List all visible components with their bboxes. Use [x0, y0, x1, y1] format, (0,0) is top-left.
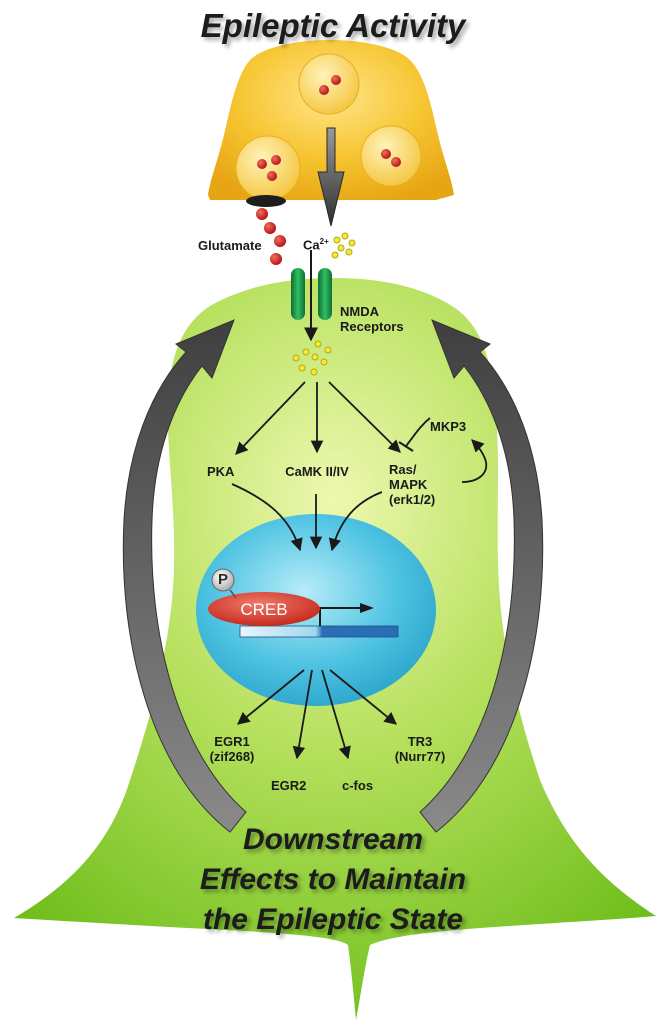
vesicle [298, 53, 360, 115]
mapk-to-nucleus-arrow [328, 491, 383, 552]
to-egr1-arrow [237, 669, 305, 725]
calcium-label: Ca2+ [303, 237, 329, 253]
tr3-label: TR3 (Nurr77) [394, 734, 446, 764]
bottom-text-line-1: Downstream [242, 823, 424, 856]
calcium-ions-extracellular [331, 232, 356, 259]
creb-label: CREB [240, 600, 288, 619]
pka-to-nucleus-arrow [231, 483, 303, 552]
ca-to-pka-arrow [235, 381, 306, 455]
vesicle [360, 125, 422, 187]
transcription-start-arrow [319, 607, 364, 626]
camk-label: CaMK II/IV [285, 464, 349, 479]
to-egr2-arrow [292, 669, 313, 760]
glutamate-molecule [257, 159, 267, 169]
creb-protein [208, 592, 320, 626]
ca-to-ras-arrow [328, 381, 401, 453]
mkp3-label: MKP3 [430, 419, 467, 434]
nmda-receptors-label: NMDA Receptors [340, 304, 404, 334]
calcium-ions-intracellular [292, 340, 332, 376]
nmda-receptor [318, 268, 332, 320]
bottom-text-line-3: the Epileptic State [202, 903, 464, 936]
diagram-title: Epileptic Activity [200, 7, 466, 44]
phospho-group [211, 568, 235, 592]
dna-strand [239, 625, 399, 638]
glutamate-molecule [274, 235, 286, 247]
activity-arrow [317, 127, 345, 227]
inhibition-bar [398, 441, 414, 452]
phospho-link [229, 589, 237, 599]
feedback-arrow-left [122, 319, 247, 833]
glutamate-molecule [271, 155, 281, 165]
glutamate-molecule [270, 253, 282, 265]
phospho-label: P [217, 571, 228, 588]
to-tr3-arrow [329, 669, 397, 725]
vesicle [235, 135, 301, 201]
mapk-to-mkp3-arrow [461, 439, 488, 483]
glutamate-molecule [331, 75, 341, 85]
bottom-text-line-2: Effects to Maintain [199, 863, 467, 896]
ras-mapk-label: Ras/ MAPK (erk1/2) [389, 462, 436, 507]
glutamate-molecule [256, 208, 268, 220]
transcription-arrowhead [360, 603, 374, 613]
nmda-receptor [291, 268, 305, 320]
to-cfos-arrow [321, 669, 351, 760]
glutamate-molecule [264, 222, 276, 234]
pka-label: PKA [207, 464, 235, 479]
cfos-label: c-fos [342, 778, 374, 793]
feedback-arrow-right [419, 319, 544, 833]
release-pore [246, 195, 286, 207]
glutamate-label: Glutamate [198, 238, 262, 253]
mkp3-inhibition [405, 417, 431, 447]
glutamate-molecule [267, 171, 277, 181]
egr1-label: EGR1 (zif268) [209, 734, 255, 764]
glutamate-molecule [391, 157, 401, 167]
egr2-label: EGR2 [271, 778, 307, 793]
glutamate-molecule [381, 149, 391, 159]
glutamate-molecule [319, 85, 329, 95]
